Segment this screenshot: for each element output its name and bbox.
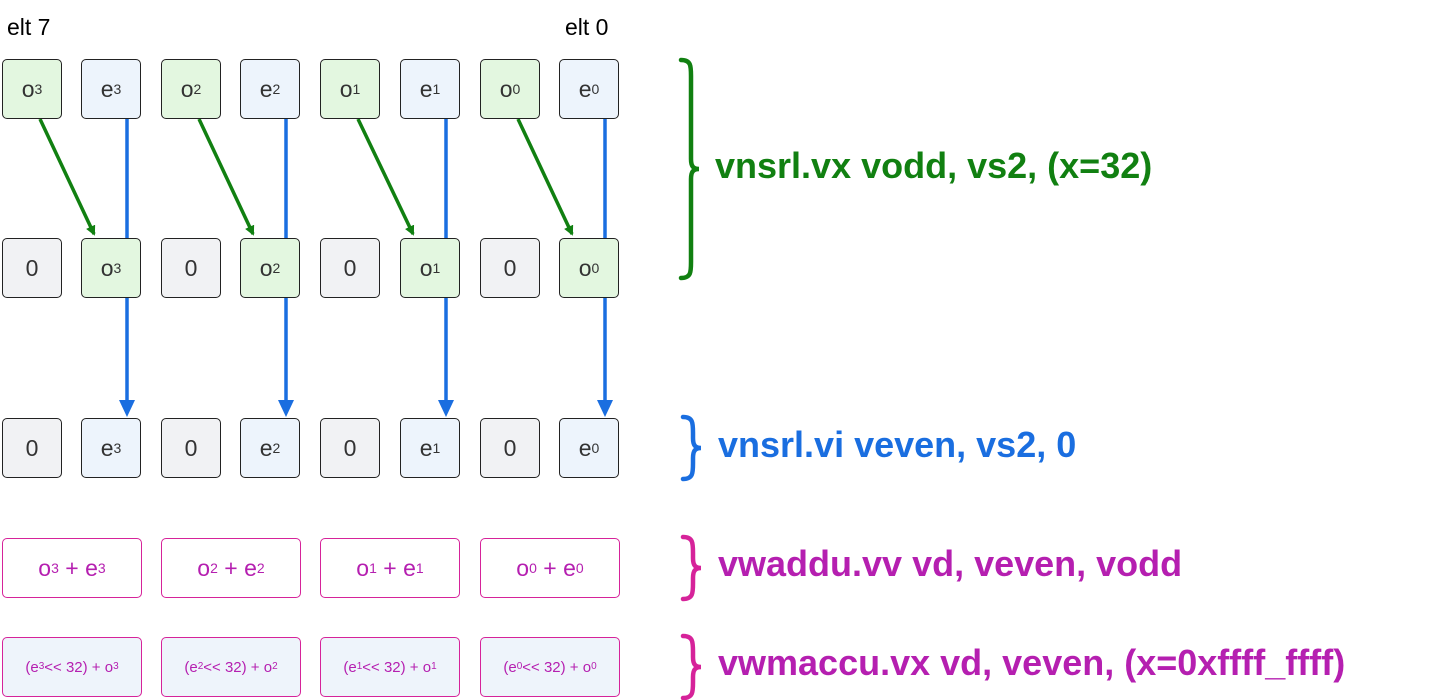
cell-value: 0 [25,434,39,461]
cell-value: o [339,75,353,102]
cell-value: 0 [184,434,198,461]
cell-value: 0 [343,434,357,461]
even-narrowed-cell: 0 [480,418,540,478]
cell-value: e [578,75,592,102]
cell-value: e [419,434,433,461]
even-narrowed-cell: 0 [2,418,62,478]
cell-value: 0 [343,254,357,281]
vwaddu-brace [680,534,702,602]
cell-value: o [578,254,592,281]
odd-shifted-cell: 0 [161,238,221,298]
cell-value: 0 [503,434,517,461]
vnsrl-vx-instruction: vnsrl.vx vodd, vs2, (x=32) [715,145,1153,186]
odd-shift-arrow [197,118,255,236]
cell-value: o [100,254,114,281]
cell-value: e [100,434,114,461]
elt-0-label: elt 0 [565,14,609,40]
vwmaccu-instruction: vwmaccu.vx vd, veven, (x=0xffff_ffff) [718,642,1346,683]
odd-shifted-cell: 0 [320,238,380,298]
even-narrowed-cell: 0 [320,418,380,478]
odd-shift-arrow [356,118,415,236]
cell-value: e [100,75,114,102]
cell-value: o [499,75,513,102]
even-narrow-arrowhead [278,400,294,417]
cell-value: o [21,75,35,102]
odd-shift-arrow [516,118,574,236]
cell-value: o [419,254,433,281]
even-narrowed-cell: 0 [161,418,221,478]
even-narrow-arrowhead [438,400,454,417]
even-narrow-arrowhead [119,400,135,417]
vwmaccu-brace [680,633,702,700]
odd-shifted-cell: 0 [2,238,62,298]
elt-7-label: elt 7 [7,14,51,40]
odd-shifted-cell: 0 [480,238,540,298]
vnsrl-vi-instruction: vnsrl.vi veven, vs2, 0 [718,424,1077,465]
cell-value: e [578,434,592,461]
vwaddu-instruction: vwaddu.vv vd, veven, vodd [718,543,1183,584]
cell-value: 0 [184,254,198,281]
cell-value: e [259,434,273,461]
cell-value: e [259,75,273,102]
cell-value: 0 [503,254,517,281]
even-narrow-arrowhead [597,400,613,417]
odd-shift-arrow [38,118,96,236]
vnsrl-vx-brace [678,57,700,281]
vnsrl-vi-brace [680,414,702,482]
cell-value: o [180,75,194,102]
cell-value: o [259,254,273,281]
cell-value: e [419,75,433,102]
cell-value: 0 [25,254,39,281]
